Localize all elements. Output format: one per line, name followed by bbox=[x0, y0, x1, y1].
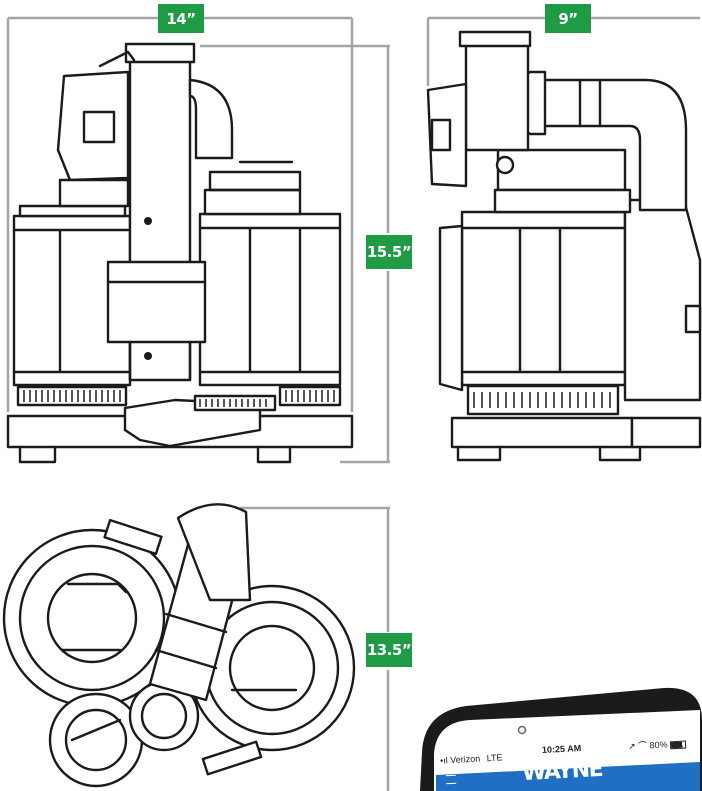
smartphone bbox=[420, 687, 702, 791]
front-view-pump bbox=[6, 42, 354, 464]
battery-percent: 80% bbox=[649, 739, 668, 751]
dimension-lines bbox=[6, 16, 700, 791]
signal-icon: •ıl bbox=[439, 755, 448, 766]
hamburger-menu-icon[interactable] bbox=[445, 774, 457, 785]
carrier-name: Verizon bbox=[449, 753, 481, 766]
depth-label: 13.5” bbox=[366, 633, 412, 667]
phone-status-time: 10:25 AM bbox=[541, 742, 582, 756]
side-width-label: 9” bbox=[545, 4, 591, 33]
front-camera-icon bbox=[517, 725, 527, 735]
network-type: LTE bbox=[486, 752, 503, 764]
height-label: 15.5” bbox=[366, 235, 412, 269]
location-icon: ↗ bbox=[627, 741, 636, 752]
top-view-pump bbox=[2, 503, 356, 788]
side-view-pump bbox=[426, 30, 702, 462]
battery-icon bbox=[669, 740, 687, 749]
wifi-icon: ⌒ bbox=[637, 740, 648, 751]
front-width-label: 14” bbox=[158, 4, 204, 33]
app-logo: WAYNE bbox=[521, 756, 603, 787]
